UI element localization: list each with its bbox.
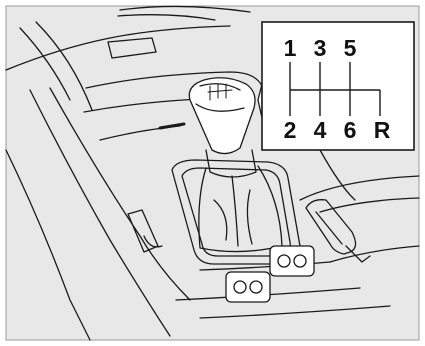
gear-label: 5 (344, 35, 357, 61)
seat-heater-switch-right (270, 246, 314, 276)
gear-label: 3 (314, 35, 327, 61)
gear-label: 2 (284, 117, 297, 143)
gear-label: 4 (314, 117, 327, 143)
seat-heater-switch-left (226, 272, 270, 302)
gear-label: 6 (344, 117, 357, 143)
gear-label-reverse: R (374, 117, 391, 143)
gear-label: 1 (284, 35, 297, 61)
